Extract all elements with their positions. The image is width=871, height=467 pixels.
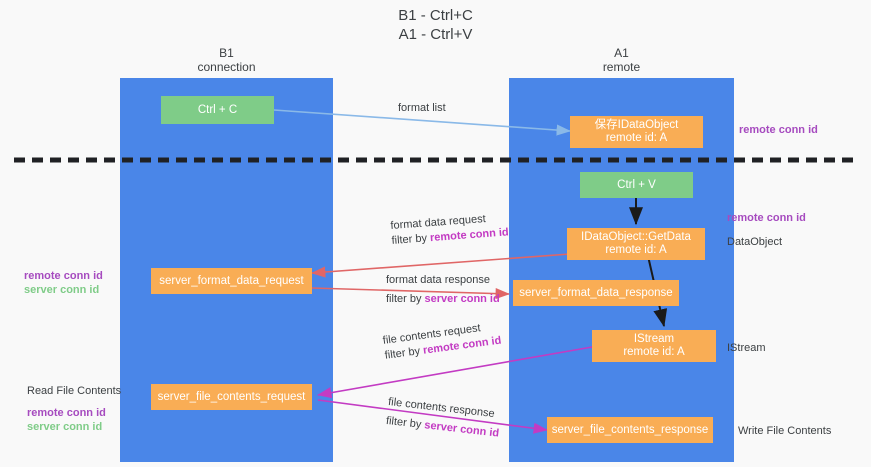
swimlane-b1-subtitle: connection — [197, 60, 256, 74]
annotation-remote-conn-id-top-text: remote conn id — [739, 124, 818, 136]
node-server-format-data-request[interactable]: server_format_data_request — [151, 268, 312, 294]
annotation-read-file-contents: Read File Contents remote conn id server… — [27, 384, 121, 434]
node-ctrl-v[interactable]: Ctrl + V — [580, 172, 693, 198]
edge-label-format-data-response-line1: format data response — [386, 274, 490, 286]
node-server-file-contents-request-label: server_file_contents_request — [157, 390, 306, 403]
annotation-read-file-contents-label: Read File Contents — [27, 385, 122, 397]
node-ctrl-c-label: Ctrl + C — [197, 103, 238, 116]
diagram-title-line2: A1 - Ctrl+V — [398, 26, 473, 43]
annotation-format-conn-ids: remote conn id server conn id — [24, 269, 103, 297]
swimlane-a1-name: A1 — [614, 46, 629, 60]
edge-label-format-data-response-line2: filter by server conn id — [386, 293, 500, 305]
node-idataobject-line1: 保存IDataObject — [594, 119, 679, 131]
node-server-format-data-request-label: server_format_data_request — [159, 274, 304, 287]
annotation-dataobject: remote conn id DataObject — [727, 211, 806, 249]
node-idataobject[interactable]: 保存IDataObject remote id: A — [570, 116, 703, 148]
edge-label-format-data-response-hi: server conn id — [424, 293, 500, 305]
swimlane-b1-name: B1 — [219, 46, 234, 60]
node-ctrl-v-label: Ctrl + V — [617, 178, 656, 191]
annotation-format-server-conn-id: server conn id — [24, 284, 100, 296]
annotation-dataobject-label: DataObject — [727, 236, 783, 248]
node-server-file-contents-response-label: server_file_contents_response — [551, 423, 709, 436]
annotation-write-file-contents: Write File Contents — [738, 424, 831, 438]
annotation-remote-conn-id-top: remote conn id — [739, 123, 818, 137]
annotation-istream-label: IStream — [727, 342, 766, 354]
node-idataobject-line2: remote id: A — [605, 132, 668, 144]
annotation-file-remote-conn-id: remote conn id — [27, 407, 106, 419]
swimlane-a1-subtitle: remote — [602, 60, 641, 74]
node-istream-line1: IStream — [633, 333, 675, 345]
diagram-title: B1 - Ctrl+C A1 - Ctrl+V — [0, 6, 871, 44]
node-server-format-data-response[interactable]: server_format_data_response — [513, 280, 679, 306]
node-istream-line2: remote id: A — [623, 346, 685, 358]
edge-label-format-list: format list — [398, 101, 446, 116]
node-server-format-data-response-label: server_format_data_response — [519, 286, 673, 299]
edge-label-file-contents-response-hi: server conn id — [423, 419, 500, 440]
edge-label-format-data-request: format data request filter by remote con… — [390, 210, 509, 249]
annotation-write-file-contents-label: Write File Contents — [738, 425, 832, 437]
annotation-file-server-conn-id: server conn id — [27, 421, 103, 433]
annotation-dataobject-remote-conn-id: remote conn id — [727, 212, 806, 224]
node-idataobject-getdata-line2: remote id: A — [605, 244, 667, 256]
diagram-title-line1: B1 - Ctrl+C — [398, 7, 473, 24]
annotation-istream: IStream — [727, 341, 766, 355]
edge-label-format-list-text: format list — [398, 102, 446, 114]
node-istream[interactable]: IStream remote id: A — [592, 330, 716, 362]
node-server-file-contents-response[interactable]: server_file_contents_response — [547, 417, 713, 443]
annotation-format-remote-conn-id: remote conn id — [24, 270, 103, 282]
swimlane-header-a1: A1 remote — [509, 46, 734, 74]
node-server-file-contents-request[interactable]: server_file_contents_request — [151, 384, 312, 410]
node-idataobject-getdata-line1: IDataObject::GetData — [581, 231, 691, 243]
node-idataobject-getdata[interactable]: IDataObject::GetData remote id: A — [567, 228, 705, 260]
edge-label-file-contents-request: file contents request filter by remote c… — [382, 319, 502, 364]
edge-label-file-contents-response: file contents response filter by server … — [385, 395, 502, 442]
swimlane-header-b1: B1 connection — [120, 46, 333, 74]
node-ctrl-c[interactable]: Ctrl + C — [161, 96, 274, 124]
edge-label-format-data-response: format data response filter by server co… — [386, 273, 500, 307]
